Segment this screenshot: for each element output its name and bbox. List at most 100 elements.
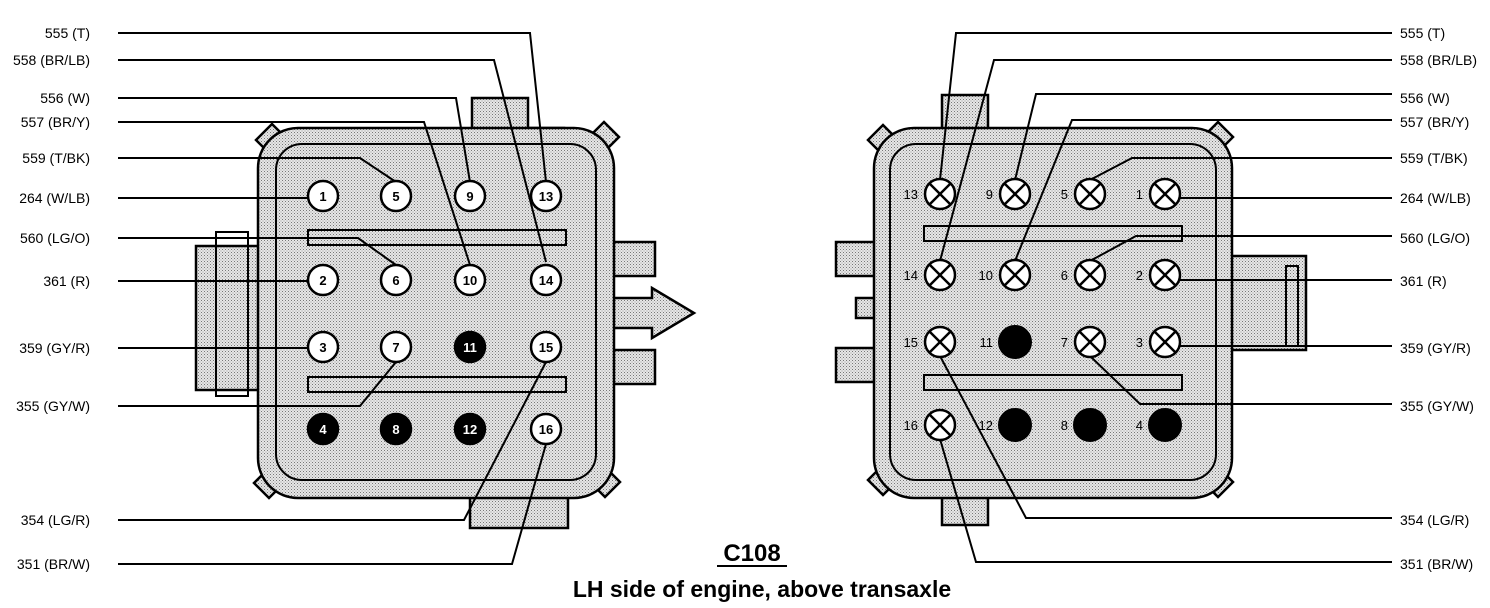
wire-leader-line (118, 443, 547, 565)
right-pin-number: 7 (1061, 335, 1068, 350)
wire-leader-line (118, 32, 547, 183)
right-wire-label: 557 (BR/Y) (1400, 114, 1469, 130)
left-pin-13 (529, 179, 563, 213)
right-pin-16 (923, 408, 957, 442)
wire-leader-line (118, 97, 471, 183)
left-wire-label: 556 (W) (40, 90, 90, 106)
right-pin-number: 6 (1061, 268, 1068, 283)
wire-leader-line (118, 121, 471, 266)
left-pin-11 (453, 330, 487, 364)
right-lower-bar (923, 374, 1183, 391)
wire-leader-line (118, 59, 547, 263)
right-pin-5 (1073, 177, 1107, 211)
left-pin-number: 11 (463, 340, 477, 355)
left-wire-label: 354 (LG/R) (21, 512, 90, 528)
left-pin-2 (306, 263, 340, 297)
right-pin-number: 9 (986, 187, 993, 202)
right-pin-6 (1073, 258, 1107, 292)
right-wire-label: 555 (T) (1400, 25, 1445, 41)
left-wire-labels: 555 (T)558 (BR/LB)556 (W)557 (BR/Y)559 (… (13, 25, 90, 572)
left-pin-5 (379, 179, 413, 213)
left-connector-inner-outline (275, 143, 597, 481)
right-connector-body (872, 126, 1234, 500)
right-connector (834, 93, 1308, 527)
left-wire-label: 557 (BR/Y) (21, 114, 90, 130)
left-wire-label: 355 (GY/W) (16, 398, 90, 414)
left-pin-6 (379, 263, 413, 297)
right-pin-number: 11 (980, 335, 994, 350)
wire-leader-line (939, 438, 1392, 563)
left-pin-number: 10 (463, 273, 477, 288)
left-pin-16 (529, 412, 563, 446)
right-pin-13 (923, 177, 957, 211)
left-wire-label: 559 (T/BK) (22, 150, 90, 166)
left-wire-label: 560 (LG/O) (20, 230, 90, 246)
left-pin-8 (379, 412, 413, 446)
left-flange-inner (215, 231, 249, 397)
left-pin-1 (306, 179, 340, 213)
left-wire-label: 264 (W/LB) (19, 190, 90, 206)
left-pin-number: 7 (392, 340, 399, 355)
wire-leader-line (118, 237, 397, 266)
left-connector-body (256, 126, 616, 500)
right-pin-2 (1148, 258, 1182, 292)
right-pin-11 (998, 325, 1032, 359)
left-pin-number: 15 (539, 340, 553, 355)
connector-subtitle: LH side of engine, above transaxle (573, 576, 951, 602)
right-wire-labels: 555 (T)558 (BR/LB)556 (W)557 (BR/Y)559 (… (1400, 25, 1477, 572)
right-pin-4 (1148, 408, 1182, 442)
left-pin-12 (453, 412, 487, 446)
left-pin-15 (529, 330, 563, 364)
left-pin-number: 9 (466, 189, 473, 204)
wire-leader-line (118, 361, 397, 407)
wire-leader-line (1014, 119, 1392, 262)
right-wire-label: 354 (LG/R) (1400, 512, 1469, 528)
right-wire-label: 361 (R) (1400, 273, 1447, 289)
wire-leader-line (1089, 355, 1392, 405)
right-side-flange (1226, 254, 1308, 352)
wire-leader-line (1014, 93, 1392, 181)
right-pin-number: 10 (979, 268, 993, 283)
right-pin-14 (923, 258, 957, 292)
left-pin-number: 5 (392, 189, 399, 204)
right-pin-number: 4 (1136, 418, 1143, 433)
right-pin-10 (998, 258, 1032, 292)
left-pin-10 (453, 263, 487, 297)
left-pin-number: 13 (539, 189, 553, 204)
right-pin-number: 3 (1136, 335, 1143, 350)
left-pin-number: 2 (319, 273, 326, 288)
right-pin-9 (998, 177, 1032, 211)
connector-title: C108 (723, 540, 780, 567)
wire-leader-line (939, 59, 1392, 262)
right-wire-label: 556 (W) (1400, 90, 1450, 106)
left-wire-label: 351 (BR/W) (17, 556, 90, 572)
wire-leaders (118, 32, 1392, 565)
right-wire-label: 359 (GY/R) (1400, 340, 1471, 356)
right-pin-number: 14 (904, 268, 918, 283)
wire-leader-line (118, 157, 397, 183)
left-connector (194, 96, 697, 530)
wire-leader-line (939, 32, 1392, 181)
left-pin-number: 12 (463, 422, 477, 437)
left-wire-label: 361 (R) (43, 273, 90, 289)
left-pin-number: 8 (392, 422, 399, 437)
right-pin-7 (1073, 325, 1107, 359)
right-pin-number: 5 (1061, 187, 1068, 202)
right-pin-number: 1 (1136, 187, 1143, 202)
wire-leader-line (1089, 157, 1392, 181)
right-pin-number: 2 (1136, 268, 1143, 283)
left-pin-3 (306, 330, 340, 364)
right-pin-number: 13 (904, 187, 918, 202)
left-pin-number: 4 (319, 422, 327, 437)
right-upper-bar (923, 225, 1183, 242)
left-pin-9 (453, 179, 487, 213)
left-pin-number: 3 (319, 340, 326, 355)
right-pin-number: 16 (904, 418, 918, 433)
right-pin-number: 12 (979, 418, 993, 433)
wire-leader-line (118, 361, 547, 521)
left-pin-number: 14 (539, 273, 554, 288)
right-pin-8 (1073, 408, 1107, 442)
left-pin-7 (379, 330, 413, 364)
